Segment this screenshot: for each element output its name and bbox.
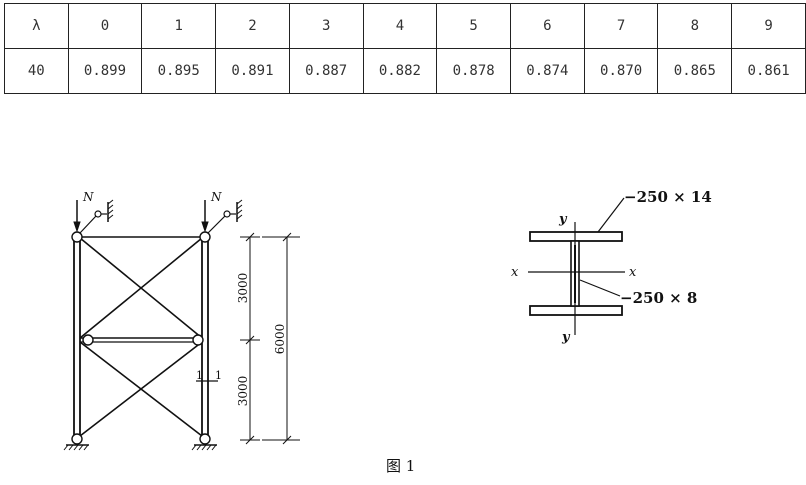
axis-y-top: y bbox=[558, 212, 568, 227]
table-cell: 0.878 bbox=[436, 48, 512, 94]
top-flange bbox=[529, 231, 623, 242]
load-label-right: N bbox=[210, 190, 222, 204]
row-lambda: 40 bbox=[4, 48, 69, 94]
joint-mid-left bbox=[82, 334, 94, 346]
joint-base-left bbox=[71, 433, 83, 445]
table-cell: 0.882 bbox=[362, 48, 438, 94]
brace-lower-2 bbox=[79, 341, 203, 437]
link-hinge-right bbox=[223, 210, 231, 218]
web-size-label: −250 × 8 bbox=[620, 289, 697, 307]
table-cell: 0.865 bbox=[657, 48, 733, 94]
flange-leader bbox=[597, 197, 625, 233]
table-cell: 0.887 bbox=[288, 48, 364, 94]
arrowhead-right bbox=[201, 221, 209, 233]
table-cell: 0.870 bbox=[583, 48, 659, 94]
braced-frame-diagram: N N bbox=[63, 190, 300, 451]
axis-x-right: x bbox=[629, 265, 637, 280]
table-cell: 0.895 bbox=[141, 48, 217, 94]
lateral-link-left bbox=[79, 215, 97, 234]
arrowhead-left bbox=[73, 221, 81, 233]
section-mark-left: 1 bbox=[196, 369, 203, 382]
brace-upper-2 bbox=[79, 237, 203, 339]
dim-label-upper: 3000 bbox=[236, 273, 250, 304]
header-col-3: 3 bbox=[288, 3, 364, 49]
axis-x-left: x bbox=[511, 265, 519, 280]
header-col-8: 8 bbox=[657, 3, 733, 49]
table-cell: 0.891 bbox=[215, 48, 290, 94]
dim-label-lower: 3000 bbox=[236, 376, 250, 407]
table-row: 40 0.899 0.895 0.891 0.887 0.882 0.878 0… bbox=[4, 48, 806, 94]
stability-coefficient-table: λ 0 1 2 3 4 5 6 7 8 9 40 0.899 0.895 0.8… bbox=[4, 3, 806, 94]
lateral-link-right bbox=[207, 215, 226, 234]
flange-size-label: −250 × 14 bbox=[624, 188, 712, 206]
joint-top-left bbox=[71, 231, 83, 243]
table-header-row: λ 0 1 2 3 4 5 6 7 8 9 bbox=[4, 3, 806, 49]
joint-top-right bbox=[199, 231, 211, 243]
cross-section-diagram: x x y y −250 × 14 −250 × 8 bbox=[511, 188, 712, 345]
joint-mid-right bbox=[192, 334, 204, 346]
section-mark-right: 1 bbox=[215, 369, 222, 382]
load-label-left: N bbox=[82, 190, 94, 204]
header-lambda: λ bbox=[4, 3, 69, 49]
dim-label-total: 6000 bbox=[273, 324, 287, 355]
table-cell: 0.899 bbox=[67, 48, 143, 94]
table-cell: 0.874 bbox=[510, 48, 585, 94]
header-col-4: 4 bbox=[362, 3, 438, 49]
table-cell: 0.861 bbox=[731, 48, 806, 94]
figure-caption: 图 1 bbox=[386, 457, 416, 475]
web-leader bbox=[579, 279, 621, 297]
joint-base-right bbox=[199, 433, 211, 445]
bottom-flange bbox=[529, 305, 623, 316]
link-hinge-left bbox=[94, 210, 102, 218]
axis-y-bottom: y bbox=[561, 330, 571, 345]
